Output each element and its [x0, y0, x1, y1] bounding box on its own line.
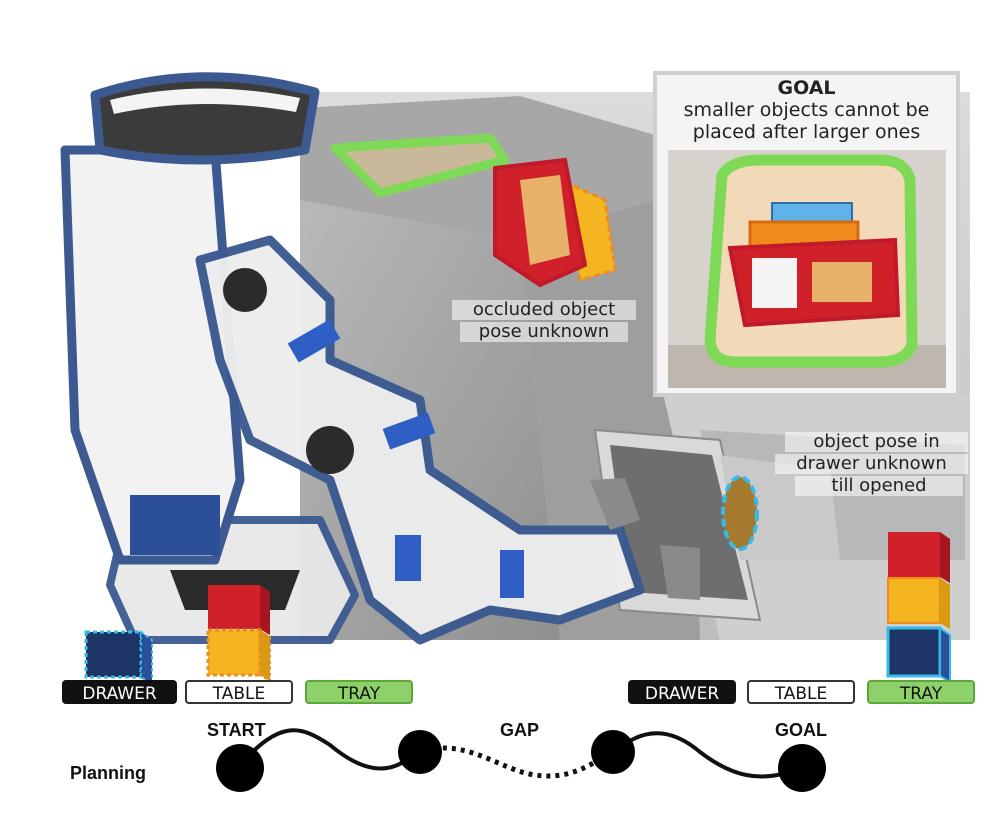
- start-cubes: [84, 585, 271, 686]
- path-goal-segment: [613, 731, 801, 779]
- path-gap-segment: [424, 745, 614, 779]
- occluded-annotation-line1: occluded object: [452, 299, 636, 321]
- object-in-drawer: [721, 475, 759, 551]
- goal-inset-line2: placed after larger ones: [692, 121, 921, 143]
- start-drawer-bin: DRAWER: [62, 680, 177, 704]
- gap-label: GAP: [500, 720, 540, 740]
- goal-table-bin: TABLE: [747, 680, 855, 704]
- mid-node-1: [398, 730, 442, 774]
- start-table-bin: TABLE: [185, 680, 293, 704]
- planning-row-label: Planning: [70, 763, 146, 783]
- goal-node: [778, 744, 826, 792]
- mid-node-2: [591, 730, 635, 774]
- goal-cubes: [886, 532, 951, 684]
- start-tray-bin: TRAY: [305, 680, 413, 704]
- drawer-annotation-line3: till opened: [795, 475, 963, 497]
- tray-on-table: [330, 133, 510, 198]
- start-label: START: [207, 720, 266, 740]
- drawer-annotation-line1: object pose in: [785, 431, 968, 453]
- goal-label: GOAL: [775, 720, 827, 740]
- cracker-box-on-table: [493, 157, 617, 288]
- drawer-annotation-line2: drawer unknown: [775, 453, 968, 475]
- occluded-annotation-line2: pose unknown: [460, 321, 628, 343]
- goal-inset-panel: [653, 71, 960, 397]
- start-node: [216, 744, 264, 792]
- path-start-segment: [238, 728, 420, 771]
- robot: [60, 72, 700, 645]
- goal-inset-line1: smaller objects cannot be: [683, 99, 930, 121]
- goal-drawer-bin: DRAWER: [628, 680, 736, 704]
- goal-tray-bin: TRAY: [867, 680, 975, 704]
- goal-inset-title: GOAL: [777, 77, 836, 99]
- planning-path: [216, 728, 826, 792]
